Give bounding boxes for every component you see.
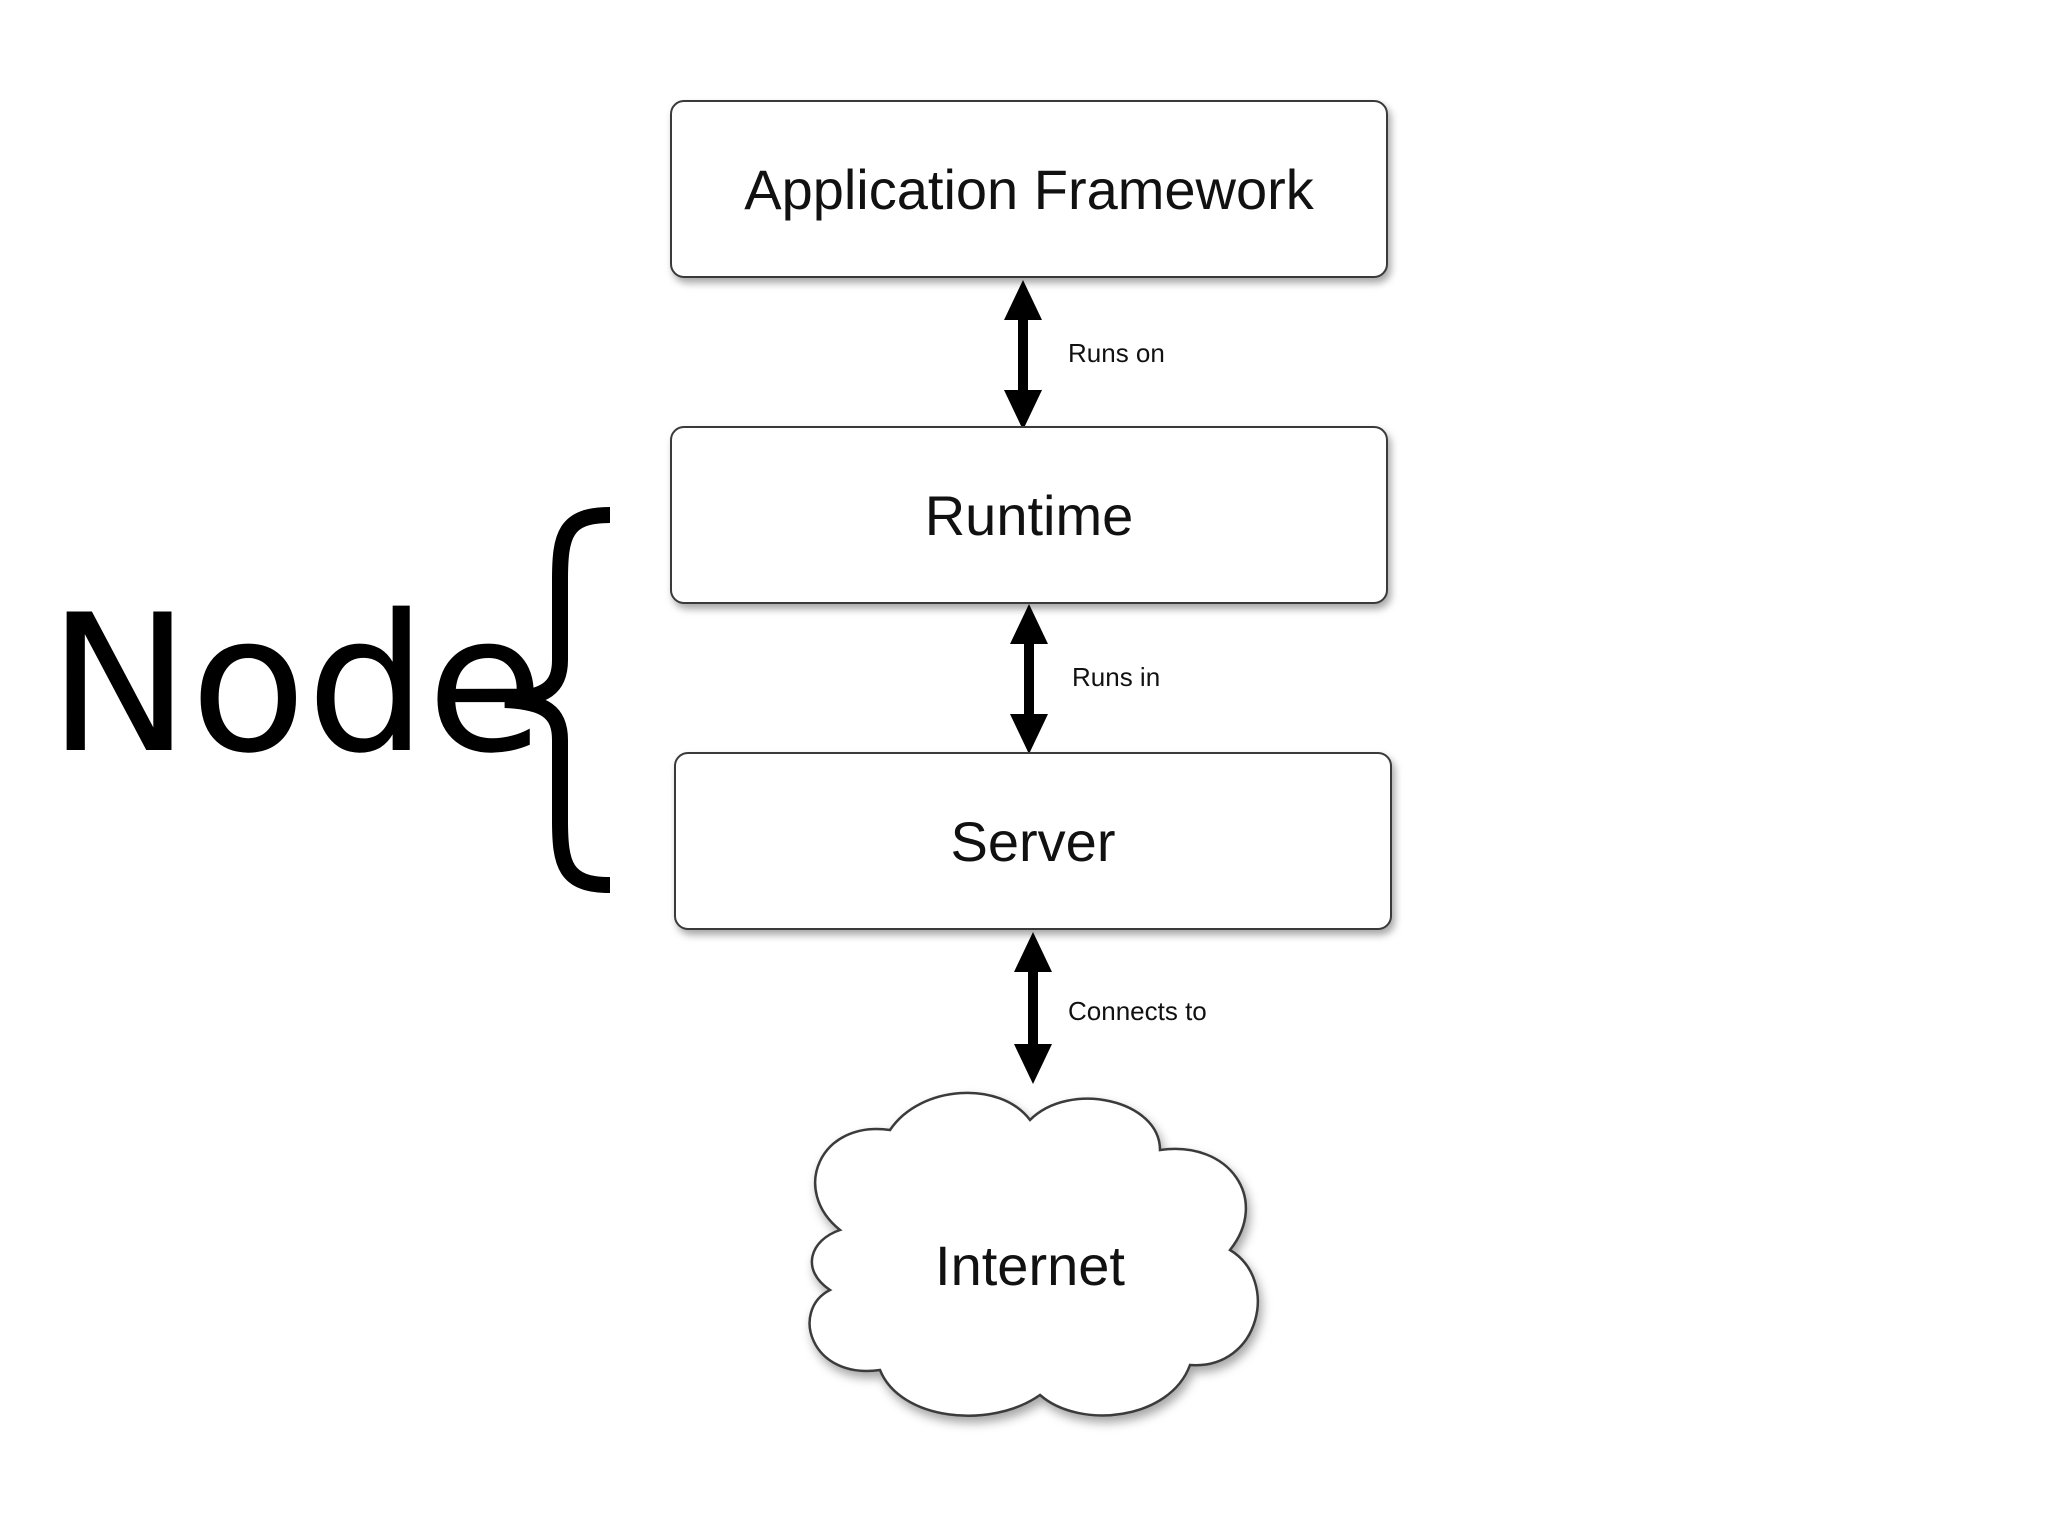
node-server: Server xyxy=(674,752,1392,930)
double-arrow-icon xyxy=(1004,280,1042,430)
curly-brace-icon xyxy=(504,507,611,893)
double-arrow-icon xyxy=(1014,932,1052,1084)
node-runtime: Runtime xyxy=(670,426,1388,604)
node-label: Internet xyxy=(935,1233,1125,1297)
cloud-icon xyxy=(808,1091,1259,1417)
node-internet: Internet xyxy=(780,1080,1280,1430)
node-label: Application Framework xyxy=(744,157,1314,221)
node-label: Runtime xyxy=(924,483,1134,547)
edge-label-runs-in: Runs in xyxy=(1072,662,1161,692)
edge-label-runs-on: Runs on xyxy=(1068,338,1165,368)
double-arrow-icon xyxy=(1010,604,1048,754)
edge-label-connects-to: Connects to xyxy=(1068,996,1207,1026)
node-application-framework: Application Framework xyxy=(670,100,1388,278)
node-label: Server xyxy=(950,809,1116,873)
group-label-node: Node xyxy=(48,574,544,795)
